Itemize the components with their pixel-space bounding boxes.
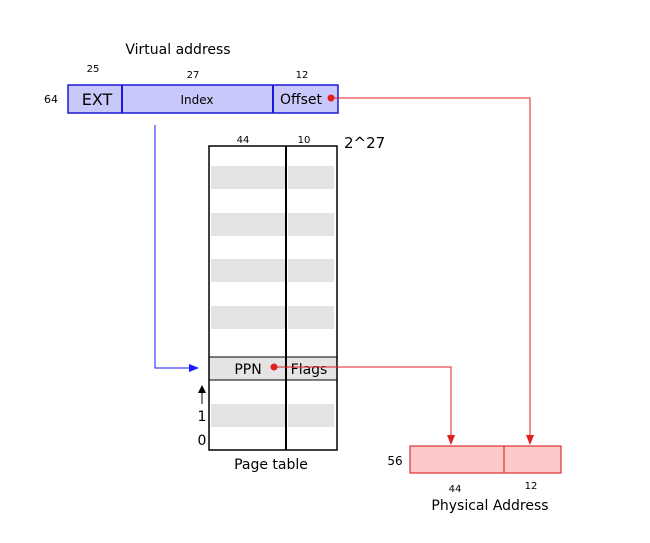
- ppn-label: PPN: [234, 362, 261, 378]
- entries-count-label: 2^27: [344, 134, 385, 152]
- ppn-col-bits: 44: [237, 135, 250, 146]
- flags-label: Flags: [291, 362, 328, 378]
- offset-to-physical-arrow: [331, 97, 534, 445]
- offset-bits: 12: [296, 70, 309, 81]
- ext-bits: 25: [87, 64, 100, 75]
- physical-offset-bits: 12: [525, 481, 538, 492]
- page-table-frame: [208, 145, 338, 451]
- index-bits: 27: [187, 70, 200, 81]
- offset-field-label: Offset: [280, 92, 323, 108]
- virtual-address-register: [67, 84, 339, 114]
- physical-address-register: [409, 445, 562, 474]
- virtual-address-total-bits: 64: [44, 93, 58, 106]
- row-label-1: 1: [198, 409, 207, 425]
- page-table-title: Page table: [234, 457, 308, 473]
- ppn-to-physical-arrow: [274, 366, 455, 445]
- physical-address-total-bits: 56: [387, 454, 402, 468]
- physical-address-title: Physical Address: [431, 498, 548, 514]
- flags-col-bits: 10: [298, 135, 311, 146]
- ext-field-label: EXT: [82, 90, 113, 109]
- index-field-label: Index: [180, 93, 213, 107]
- page-table-rows: [211, 166, 334, 427]
- index-to-table-arrow: [154, 125, 199, 372]
- row-label-0: 0: [198, 433, 207, 449]
- virtual-address-title: Virtual address: [125, 42, 230, 58]
- physical-ppn-bits: 44: [449, 484, 462, 495]
